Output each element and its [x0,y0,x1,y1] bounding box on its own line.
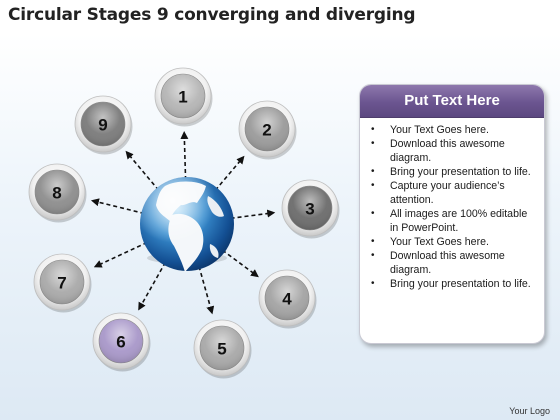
stage-number: 4 [282,290,292,309]
nodes-layer: 1 2 3 4 5 6 7 8 9 [28,67,340,379]
list-item: Your Text Goes here. [371,235,538,249]
page-title: Circular Stages 9 converging and divergi… [8,5,416,25]
arrow-connector [230,209,276,220]
stage-node-3: 3 [281,179,340,239]
stage-number: 6 [116,333,125,352]
stage-number: 5 [217,340,226,359]
stage-node-1: 1 [154,67,213,127]
arrow-connector [198,266,215,315]
stage-number: 8 [52,184,61,203]
arrow-connector [214,155,245,191]
arrow-connector [93,241,148,268]
arrows-layer [90,131,276,315]
stage-number: 3 [305,200,314,219]
list-item: Your Text Goes here. [371,123,538,137]
list-item: Capture your audience’s attention. [371,179,538,207]
panel-heading: Put Text Here [360,85,544,118]
list-item: All images are 100% editable in PowerPoi… [371,207,538,235]
arrow-connector [221,249,259,278]
logo-text: Your Logo [509,406,550,416]
stage-node-6: 6 [92,312,151,372]
stage-node-4: 4 [258,269,317,329]
stage-node-7: 7 [33,253,92,313]
arrow-connector [138,261,167,311]
list-item: Bring your presentation to life. [371,165,538,179]
globe-icon [140,177,234,272]
stage-node-2: 2 [238,100,297,160]
list-item: Bring your presentation to life. [371,277,538,291]
stage-number: 9 [98,116,107,135]
arrow-connector [125,150,160,191]
stage-node-5: 5 [193,319,252,379]
stage-number: 1 [178,88,187,107]
panel-bullet-list: Your Text Goes here. Download this aweso… [360,118,544,291]
list-item: Download this awesome diagram. [371,137,538,165]
list-item: Download this awesome diagram. [371,249,538,277]
stage-number: 7 [57,274,66,293]
stage-node-9: 9 [74,95,133,155]
arrow-connector [180,131,189,181]
stage-number: 2 [262,121,271,140]
stage-node-8: 8 [28,163,87,223]
arrow-connector [90,198,145,215]
text-panel: Put Text Here Your Text Goes here. Downl… [359,84,545,344]
